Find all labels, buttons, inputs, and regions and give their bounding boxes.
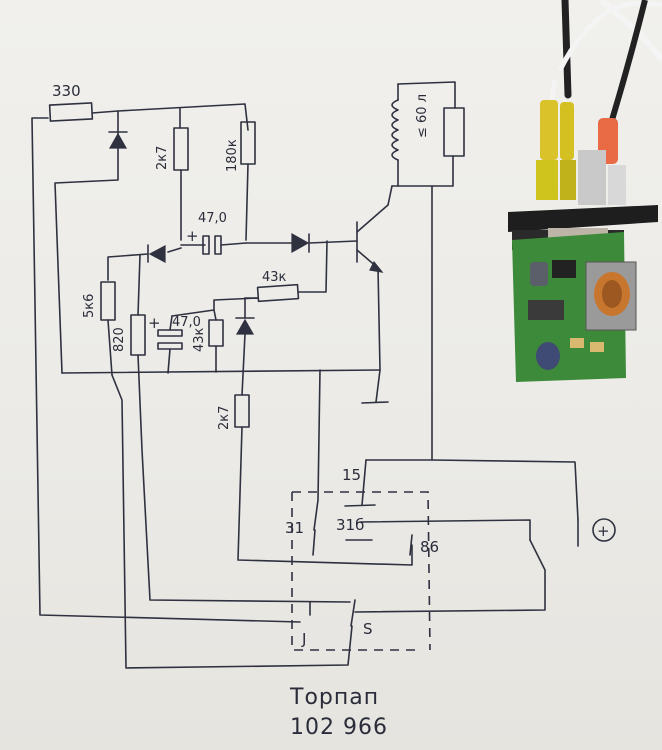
label-battery-plus: + [597, 522, 610, 540]
resistor-43k-h: 43к [244, 240, 328, 303]
label-pin-31: 31 [285, 519, 304, 537]
label-pin-86: 86 [420, 538, 439, 556]
label-cap-47-low: 47,0 [172, 315, 201, 330]
label-r-43k-h: 43к [262, 270, 287, 285]
label-coil: ≤ 60 л [415, 94, 430, 138]
caption-model: Торпап [289, 685, 379, 710]
resistor-5k6: 5к6 [82, 281, 116, 376]
label-pin-31b: 31б [336, 516, 364, 534]
resistor-43k-v: 43к [192, 309, 224, 373]
ground-bus [61, 369, 381, 531]
diode-low [235, 297, 255, 396]
top-rail: 330 [31, 82, 301, 623]
label-r-330: 330 [52, 82, 81, 100]
label-pin-s: S [363, 620, 373, 638]
transistor [356, 185, 393, 404]
label-pin-j: J [301, 630, 306, 648]
resistor-180k: 180к [225, 121, 256, 241]
resistor-820: 820 [112, 254, 351, 603]
label-cap-47-top: 47,0 [198, 211, 227, 226]
resistor-330 [48, 102, 94, 122]
resistor-2k7-low: 2к7 [217, 394, 413, 566]
diode-right [245, 232, 358, 254]
resistor-2k7-top: 2к7 [155, 107, 189, 241]
label-plus-top: + [186, 227, 199, 245]
label-pin-15: 15 [342, 466, 361, 484]
connector-block: + 15 31 31б 86 J S [111, 374, 616, 669]
capacitor-47-low: 47,0 + [148, 297, 259, 374]
label-r-2k7-low: 2к7 [217, 406, 232, 430]
label-r-180k: 180к [225, 139, 240, 172]
label-plus-low: + [148, 314, 161, 332]
diode-left [107, 244, 182, 281]
label-r-43k-v: 43к [192, 327, 207, 352]
relay-coil-block: ≤ 60 л [391, 81, 465, 461]
label-r-5k6: 5к6 [82, 294, 97, 318]
relay-module-photo [508, 0, 662, 382]
diode-top [54, 110, 128, 374]
caption-part-number: 102 966 [290, 715, 388, 740]
capacitor-47-top: 47,0 + [180, 211, 247, 255]
label-r-2k7-top: 2к7 [155, 146, 170, 170]
label-r-820: 820 [112, 327, 127, 352]
